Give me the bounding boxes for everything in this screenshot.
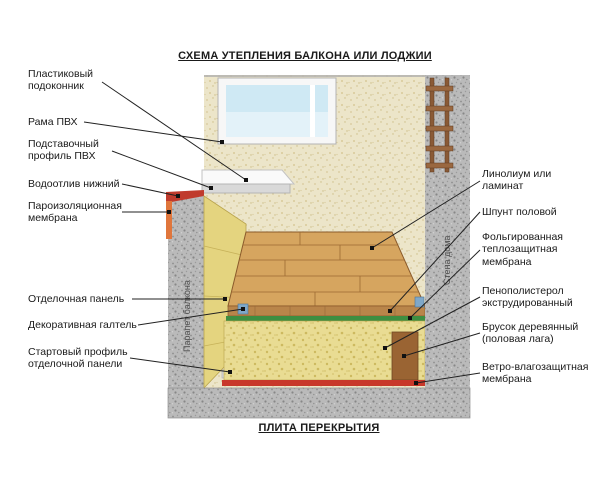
label-plastic-windowsill: Пластиковый подоконник: [28, 68, 93, 93]
label-vapor-barrier-membrane: Пароизоляционная мембрана: [28, 200, 122, 225]
ladder-rung: [425, 145, 454, 152]
floor-surface: [227, 231, 426, 307]
label-foil-heat-membrane: Фольгированная теплозащитная мембрана: [482, 231, 563, 268]
vapor-barrier-membrane: [166, 201, 172, 239]
plastic-windowsill: [201, 169, 296, 185]
house-wall-vertical-label: Стена дома: [442, 236, 452, 285]
foil-heat-membrane: [226, 316, 425, 321]
ladder-rail: [444, 77, 450, 173]
decorative-fillet-right: [414, 296, 425, 308]
label-panel-start-profile: Стартовый профиль отделочной панели: [28, 346, 128, 371]
ladder-rung: [425, 85, 454, 92]
label-floor-slab: ПЛИТА ПЕРЕКРЫТИЯ: [258, 422, 380, 434]
floor-board-edge: [227, 305, 426, 317]
label-lower-drip: Водоотлив нижний: [28, 178, 120, 190]
label-wind-moisture-membrane: Ветро-влагозащитная мембрана: [482, 361, 589, 386]
window: [217, 77, 337, 145]
ladder-rung: [425, 105, 454, 112]
pvc-support-profile: [201, 183, 291, 194]
ladder-rung: [425, 162, 454, 169]
floor-board-edge-grain: [254, 306, 396, 316]
wall-ladder: [425, 77, 454, 173]
leader-lines: [83, 81, 481, 384]
label-decorative-fillet: Декоративная галтель: [28, 319, 137, 331]
floor-planks: [231, 232, 419, 306]
leader-dots: [167, 140, 418, 385]
label-extruded-polystyrene: Пенополистерол экструдированный: [482, 285, 573, 310]
wind-moisture-membrane: [222, 380, 425, 386]
parapet-wall: [168, 196, 204, 388]
polystyrene-insulation: [223, 320, 426, 381]
label-linoleum-laminate: Линолиум или ламинат: [482, 168, 552, 193]
parapet-vertical-label: Парапет балкона: [182, 280, 192, 352]
floor-slab: [167, 387, 471, 419]
label-finishing-panel: Отделочная панель: [28, 293, 125, 305]
lower-drip-edge: [166, 190, 204, 203]
label-pvc-frame: Рама ПВХ: [28, 116, 78, 128]
ladder-rail: [429, 77, 435, 173]
wood-floor: [227, 231, 426, 317]
panel-seam: [203, 245, 247, 257]
underfloor-layers: [222, 296, 426, 386]
ladder-rung: [425, 125, 454, 132]
windowsill-assembly: [166, 169, 296, 239]
label-wooden-joist: Брусок деревянный (половая лага): [482, 321, 579, 346]
page-title: СХЕМА УТЕПЛЕНИЯ БАЛКОНА ИЛИ ЛОДЖИИ: [178, 50, 432, 62]
label-floor-board: Шпунт половой: [482, 206, 557, 218]
label-pvc-support-profile: Подставочный профиль ПВХ: [28, 138, 99, 163]
window-mullion: [310, 85, 315, 137]
